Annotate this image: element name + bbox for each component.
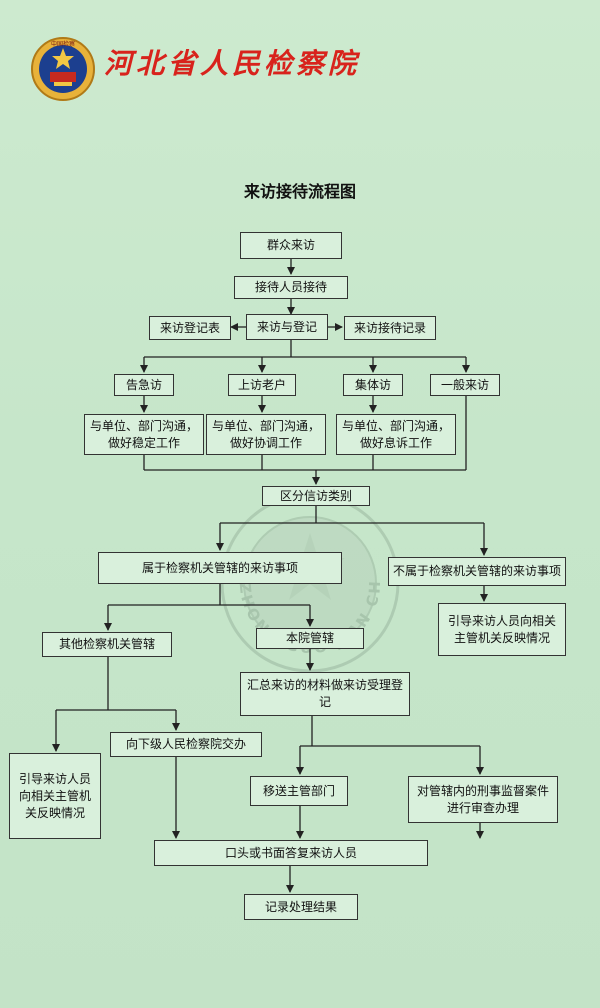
- node-group-visit: 集体访: [343, 374, 403, 396]
- node-this-court: 本院管辖: [256, 628, 364, 649]
- node-reception: 接待人员接待: [234, 276, 348, 299]
- node-visit-and-register: 来访与登记: [246, 314, 328, 340]
- node-not-in-jurisdiction: 不属于检察机关管辖的来访事项: [388, 557, 566, 586]
- node-guide-visitor-left: 引导来访人员向相关主管机关反映情况: [9, 753, 101, 839]
- node-summarize-materials: 汇总来访的材料做来访受理登记: [240, 672, 410, 716]
- node-repeat-petitioner: 上访老户: [228, 374, 296, 396]
- node-urgent-visit: 告急访: [114, 374, 174, 396]
- node-general-visit: 一般来访: [430, 374, 500, 396]
- node-calm-work: 与单位、部门沟通，做好息诉工作: [336, 414, 456, 455]
- emblem-text: 中国检察: [51, 40, 75, 48]
- procuratorate-emblem-icon: 中国检察: [31, 37, 95, 101]
- node-reception-record: 来访接待记录: [344, 316, 436, 340]
- node-classify-letters: 区分信访类别: [262, 486, 370, 506]
- node-stabilize-work: 与单位、部门沟通，做好稳定工作: [84, 414, 204, 455]
- node-transfer-lower: 向下级人民检察院交办: [110, 732, 262, 757]
- node-transfer-department: 移送主管部门: [250, 776, 348, 806]
- node-in-jurisdiction: 属于检察机关管辖的来访事项: [98, 552, 342, 584]
- node-record-result: 记录处理结果: [244, 894, 358, 920]
- node-other-procuratorate: 其他检察机关管辖: [42, 632, 172, 657]
- node-visit: 群众来访: [240, 232, 342, 259]
- node-coordinate-work: 与单位、部门沟通，做好协调工作: [206, 414, 326, 455]
- diagram-title: 来访接待流程图: [243, 182, 356, 201]
- node-visit-register-form: 来访登记表: [149, 316, 231, 340]
- node-reply-visitor: 口头或书面答复来访人员: [154, 840, 428, 866]
- organization-title: 河北省人民检察院: [104, 47, 361, 80]
- node-guide-other-authority: 引导来访人员向相关主管机关反映情况: [438, 603, 566, 656]
- node-criminal-review: 对管辖内的刑事监督案件进行审查办理: [408, 776, 558, 823]
